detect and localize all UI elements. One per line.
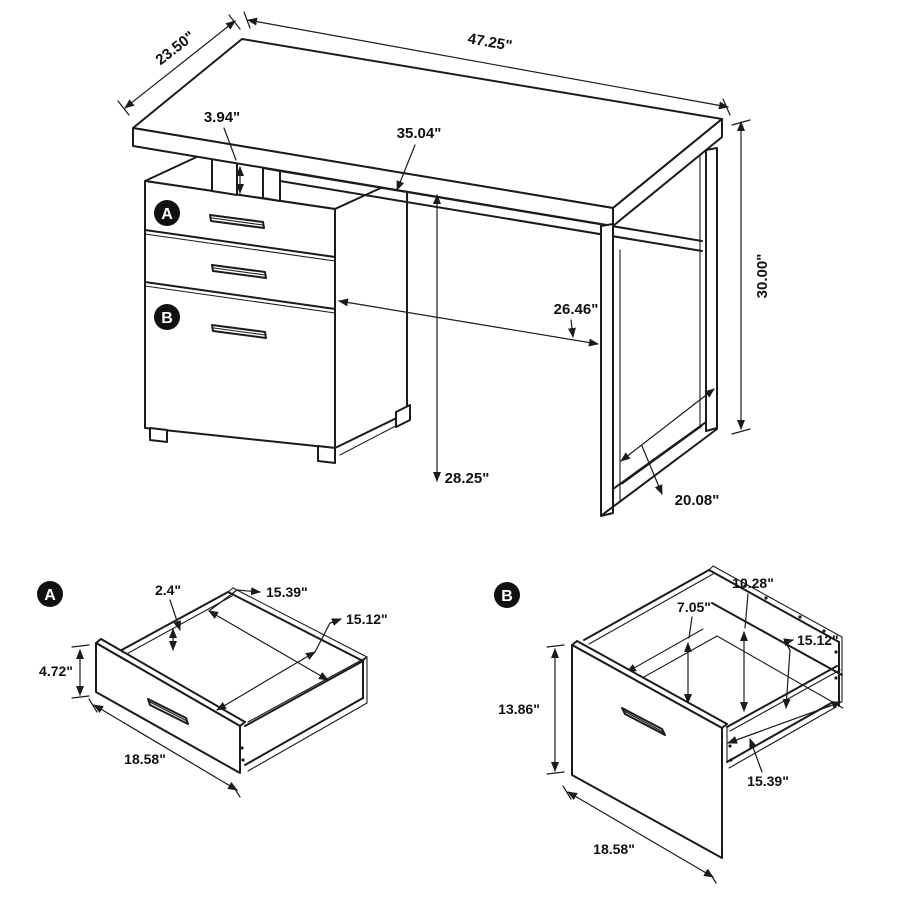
dim-b-back-height: 10.28" [732, 575, 774, 712]
dim-b-interior-width: 15.39" [727, 701, 842, 789]
svg-text:23.50": 23.50" [152, 28, 198, 69]
dim-overall-height: 30.00" [731, 119, 771, 435]
cabinet-foot-back [395, 404, 411, 428]
cabinet-foot-front-right [317, 445, 336, 464]
drawer-b-detail-view: B 7.05" [494, 565, 844, 884]
svg-text:2.4": 2.4" [155, 582, 181, 598]
dim-b-side-height: 7.05" [677, 599, 711, 704]
drawer-handle-bottom [211, 324, 267, 339]
cabinet-foot-front-left [149, 427, 168, 443]
svg-text:10.28": 10.28" [732, 575, 774, 591]
svg-text:4.72": 4.72" [39, 663, 73, 679]
drawer-handle-middle [211, 264, 267, 279]
dim-a-front-height: 4.72" [39, 644, 90, 699]
svg-text:15.39": 15.39" [266, 584, 308, 600]
dim-a-side-height: 2.4" [155, 582, 181, 651]
main-desk-view: A B 23.50" 47.25" 3.94" 35.04" [117, 11, 771, 517]
svg-text:20.08": 20.08" [675, 492, 720, 509]
drawer-divider-2 [144, 281, 336, 310]
badge-b-label: B [161, 310, 173, 327]
svg-text:A: A [44, 587, 56, 604]
dim-b-front-width: 18.58" [562, 785, 717, 884]
dim-knee-space: 26.46" [338, 298, 599, 347]
dim-floor-to-underside: 28.25" [433, 194, 490, 487]
badge-a: A [37, 581, 63, 607]
svg-text:3.94": 3.94" [204, 109, 240, 126]
svg-text:18.58": 18.58" [124, 751, 166, 767]
dim-a-front-width: 18.58" [88, 698, 241, 798]
dim-leg-runner: 20.08" [620, 388, 720, 509]
drawer-handle-top [209, 214, 265, 229]
svg-text:7.05": 7.05" [677, 599, 711, 615]
drawer-divider-1 [144, 229, 336, 258]
svg-text:15.12": 15.12" [346, 611, 388, 627]
top-riser-blocks [211, 158, 281, 202]
dim-b-interior-depth: 15.12" [782, 632, 839, 709]
dim-b-front-height: 13.86" [498, 644, 565, 775]
drawer-a-box [117, 587, 368, 772]
badge-drawer-b: B [154, 304, 180, 330]
svg-text:15.39": 15.39" [747, 773, 789, 789]
badge-b: B [494, 582, 520, 608]
badge-a-label: A [161, 206, 173, 223]
dim-a-interior-depth: 15.12" [216, 611, 388, 711]
svg-text:47.25": 47.25" [466, 30, 513, 54]
svg-text:13.86": 13.86" [498, 701, 540, 717]
svg-text:B: B [501, 588, 513, 605]
badge-drawer-a: A [154, 200, 180, 226]
svg-text:15.12": 15.12" [797, 632, 839, 648]
dim-under-top-span: 35.04" [396, 125, 442, 191]
dim-top-gap: 3.94" [204, 109, 244, 194]
svg-text:28.25": 28.25" [445, 470, 490, 487]
svg-text:30.00": 30.00" [754, 254, 771, 299]
svg-text:26.46": 26.46" [554, 301, 599, 318]
svg-text:35.04": 35.04" [397, 125, 442, 142]
drawer-a-detail-view: A 15.39" 15.12" [37, 581, 388, 798]
svg-text:18.58": 18.58" [593, 841, 635, 857]
